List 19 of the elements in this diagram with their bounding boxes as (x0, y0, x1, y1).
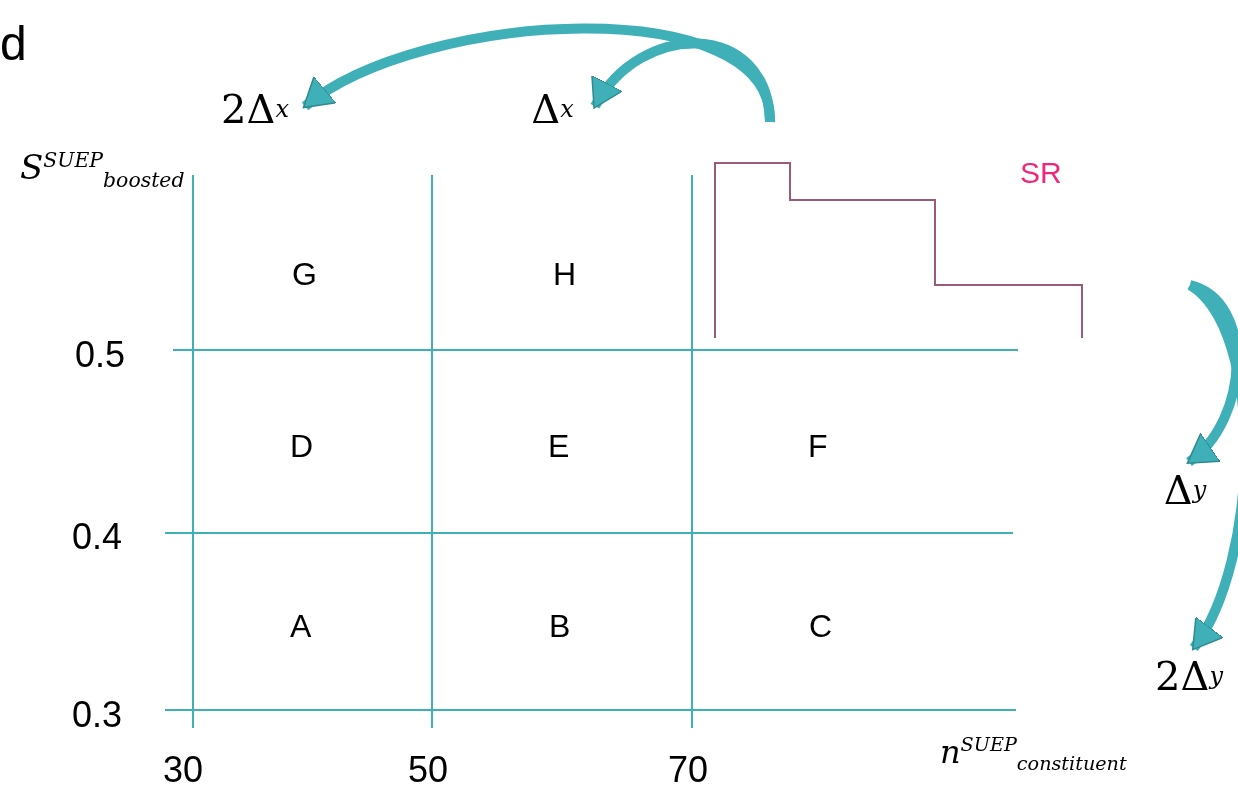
region-label: F (808, 430, 828, 462)
region-label: G (292, 258, 317, 290)
tick-label: 0.5 (75, 337, 126, 373)
tick-label: 50 (408, 752, 449, 788)
region-label: E (548, 430, 570, 462)
tick-label: 0.3 (72, 697, 123, 733)
region-label: C (809, 610, 833, 642)
region-label: B (549, 610, 571, 642)
region-label: D (290, 430, 314, 462)
text-fragment: d (0, 20, 27, 68)
region-label: A (290, 610, 312, 642)
tick-label: 30 (163, 752, 204, 788)
region-label: SR (1020, 158, 1062, 188)
curved-arrow (1186, 281, 1238, 651)
tick-label: 0.4 (72, 519, 123, 555)
region-label: H (553, 258, 577, 290)
tick-label: 70 (668, 752, 709, 788)
curved-arrow (1185, 280, 1238, 466)
curved-arrow (590, 38, 775, 123)
